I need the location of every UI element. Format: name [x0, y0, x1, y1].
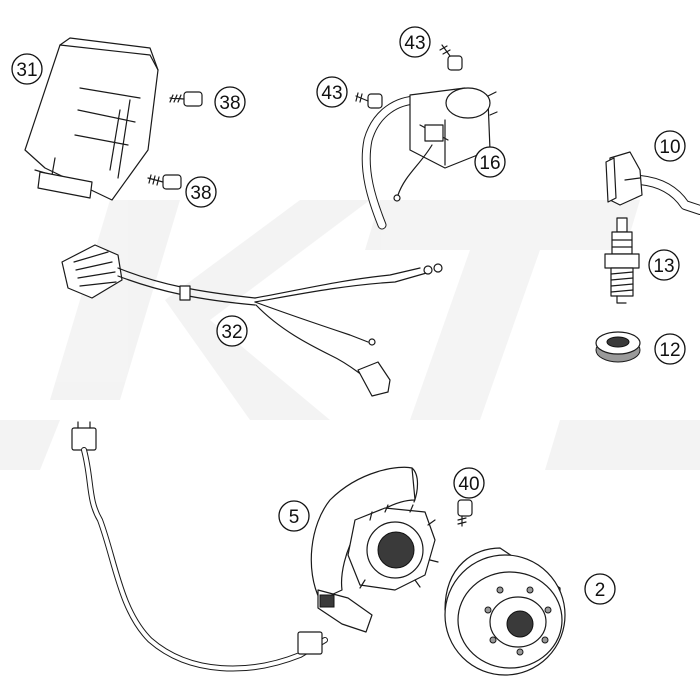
ktm-watermark [0, 200, 700, 470]
callout-16: 16 [474, 146, 506, 178]
callout-label: 13 [653, 256, 674, 277]
screw-38-lower [147, 174, 182, 190]
callout-label: 40 [458, 474, 479, 495]
callout-label: 12 [659, 340, 680, 361]
callout-13: 13 [648, 249, 680, 281]
screw-43-lower [355, 92, 383, 109]
callout-label: 43 [321, 83, 342, 104]
spark-plug [604, 217, 640, 304]
stator [310, 466, 439, 633]
callout-label: 38 [219, 93, 240, 114]
callout-label: 16 [479, 153, 500, 174]
plug-seat [595, 331, 641, 363]
callout-10: 10 [654, 130, 686, 162]
callout-label: 31 [16, 60, 37, 81]
callout-31: 31 [11, 53, 43, 85]
callout-label: 2 [595, 580, 606, 601]
callout-12: 12 [654, 333, 686, 365]
callout-5: 5 [278, 500, 310, 532]
callout-label: 10 [659, 137, 680, 158]
callout-43-lower: 43 [316, 76, 348, 108]
callout-label: 43 [404, 33, 425, 54]
screw-38-upper [169, 91, 203, 107]
callout-32: 32 [216, 315, 248, 347]
wiring-harness [61, 244, 443, 397]
screw-40 [457, 499, 473, 527]
ignition-coil [361, 87, 498, 230]
cdi-unit [24, 37, 159, 201]
callout-38-upper: 38 [214, 86, 246, 118]
callout-label: 32 [221, 322, 242, 343]
callout-43-upper: 43 [399, 26, 431, 58]
stator-cable [71, 421, 328, 672]
callout-label: 38 [190, 183, 211, 204]
spark-plug-connector [605, 151, 700, 215]
screw-43-upper [439, 44, 463, 71]
callout-2: 2 [584, 573, 616, 605]
callout-label: 5 [289, 507, 300, 528]
callout-38-lower: 38 [185, 176, 217, 208]
flywheel-rotor [444, 547, 566, 676]
callout-40: 40 [453, 467, 485, 499]
